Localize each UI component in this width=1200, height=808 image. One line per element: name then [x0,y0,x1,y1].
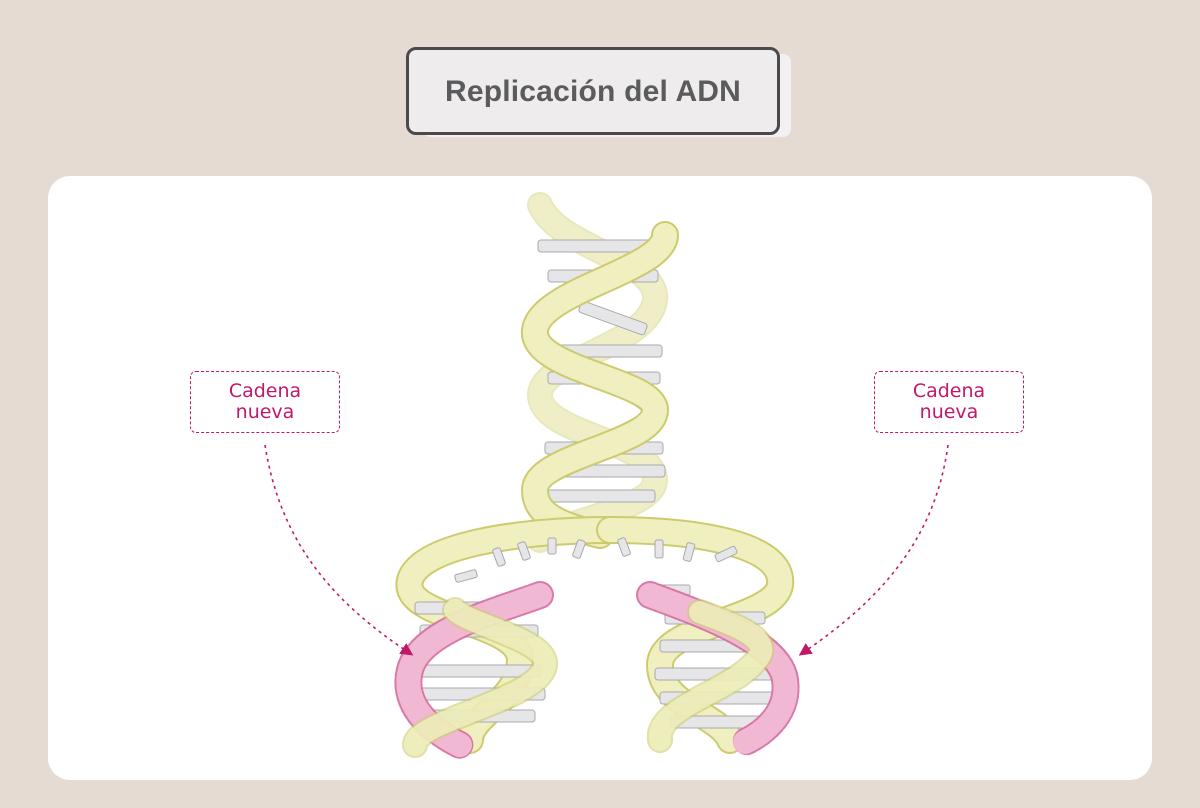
new-strand-label-left: Cadena nueva [190,371,340,433]
new-strand-label-right: Cadena nueva [874,371,1024,433]
right-label-arrow [798,444,949,656]
new-strand-label-right-text: Cadena nueva [912,380,986,423]
page-title: Replicación del ADN [444,75,742,108]
top-helix-front-strand [520,221,679,549]
new-strand-label-left-text: Cadena nueva [228,380,302,423]
title-box: Replicación del ADN [406,47,791,137]
left-label-arrow [264,444,414,656]
daughter-front-strands [402,597,774,758]
